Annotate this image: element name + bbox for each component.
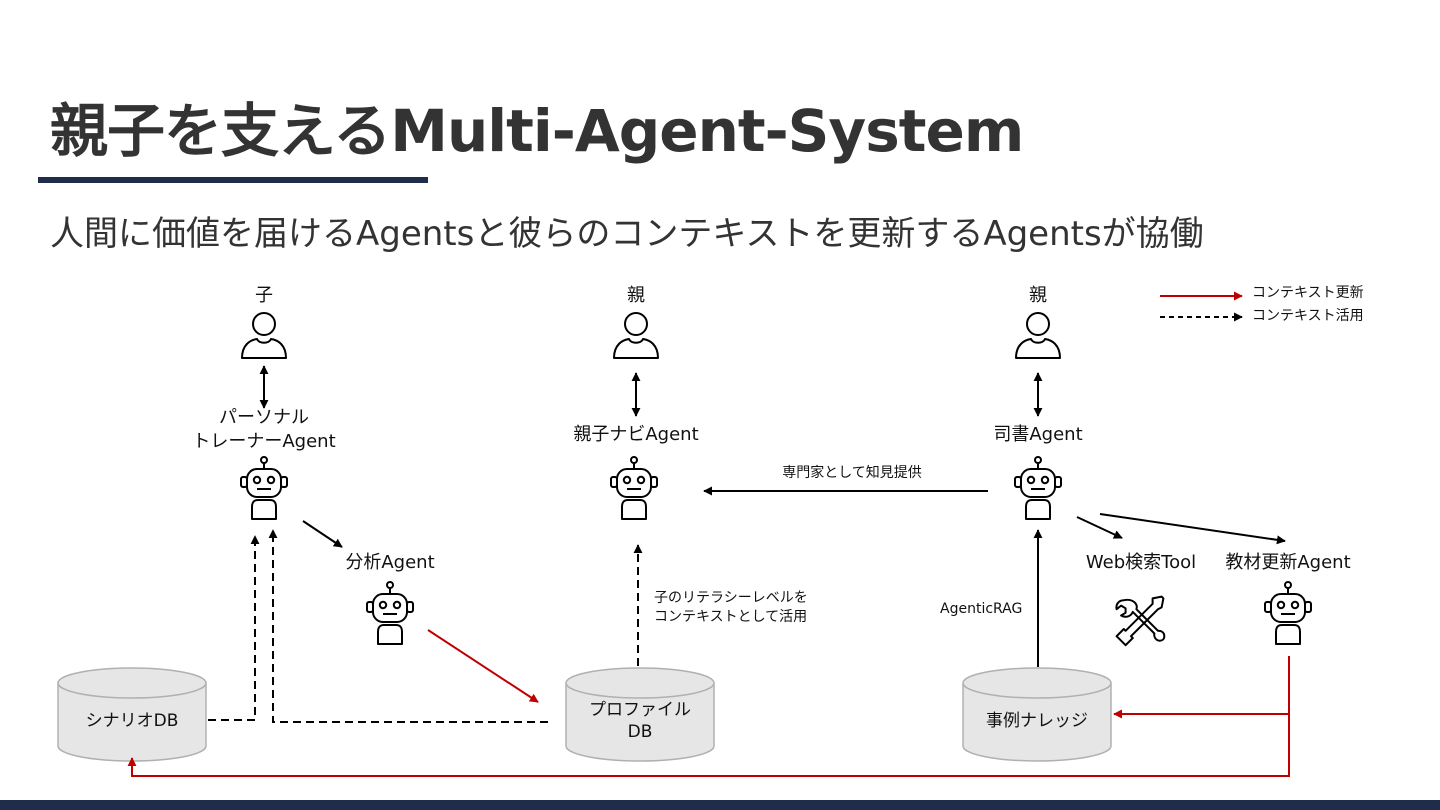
- page-subtitle: 人間に価値を届けるAgentsと彼らのコンテキストを更新するAgentsが協働: [50, 214, 1204, 254]
- web-search-tool-label: Web検索Tool: [1085, 552, 1197, 573]
- analysis-to-profile-update-arrow: [427, 629, 539, 703]
- scenario-db-cylinder: [57, 667, 207, 762]
- legend-use-label: コンテキスト活用: [1252, 308, 1364, 324]
- navi-agent-label: 親子ナビAgent: [573, 424, 699, 445]
- literacy-edge-label-line2: コンテキストとして活用: [654, 609, 808, 625]
- scenario-db-label: シナリオDB: [85, 711, 179, 731]
- profile-to-trainer-dashed-arrow: [268, 529, 548, 723]
- material-to-scenario-update-arrow: [127, 714, 1290, 777]
- profile-db-cylinder: [565, 667, 715, 762]
- page-title: 親子を支えるMulti-Agent-System: [50, 97, 1024, 165]
- profile-db-label-line1: プロファイル: [589, 700, 691, 720]
- profile-db-label-line2: DB: [627, 722, 653, 742]
- analysis-agent-robot-icon: [366, 581, 414, 645]
- parent-user-label-2: 親: [1029, 285, 1047, 306]
- trainer-to-analysis-arrow: [302, 520, 343, 548]
- material-agent-robot-icon: [1264, 581, 1312, 645]
- librarian-agent-robot-icon: [1014, 456, 1062, 520]
- parent-user-icon: [613, 312, 659, 359]
- footer-bar: [0, 800, 1440, 810]
- parent-user-icon-2: [1015, 312, 1061, 359]
- child-user-icon: [241, 312, 287, 359]
- navi-agent-robot-icon: [610, 456, 658, 520]
- trainer-agent-robot-icon: [240, 456, 288, 520]
- librarian-to-web-search-arrow: [1076, 516, 1123, 539]
- material-agent-label: 教材更新Agent: [1225, 552, 1351, 573]
- literacy-edge-label-line1: 子のリテラシーレベルを: [654, 590, 808, 606]
- agentic-rag-edge-label: AgenticRAG: [940, 601, 1023, 617]
- analysis-agent-label: 分析Agent: [345, 552, 435, 573]
- cases-db-cylinder: [962, 667, 1112, 762]
- title-underline: [38, 177, 428, 183]
- librarian-to-material-arrow: [1099, 513, 1286, 545]
- child-user-label: 子: [255, 285, 273, 306]
- legend-update-label: コンテキスト更新: [1252, 285, 1364, 301]
- parent-user-label: 親: [627, 285, 645, 306]
- scenario-to-trainer-dashed-arrow: [208, 535, 260, 721]
- trainer-agent-label-line2: トレーナーAgent: [192, 431, 336, 452]
- wrench-screwdriver-icon: [1115, 595, 1166, 647]
- expert-knowledge-edge-label: 専門家として知見提供: [782, 465, 922, 481]
- material-to-cases-update-arrow: [1113, 656, 1290, 719]
- trainer-agent-label-line1: パーソナル: [219, 407, 309, 428]
- cases-db-label: 事例ナレッジ: [986, 711, 1088, 731]
- librarian-agent-label: 司書Agent: [993, 424, 1083, 445]
